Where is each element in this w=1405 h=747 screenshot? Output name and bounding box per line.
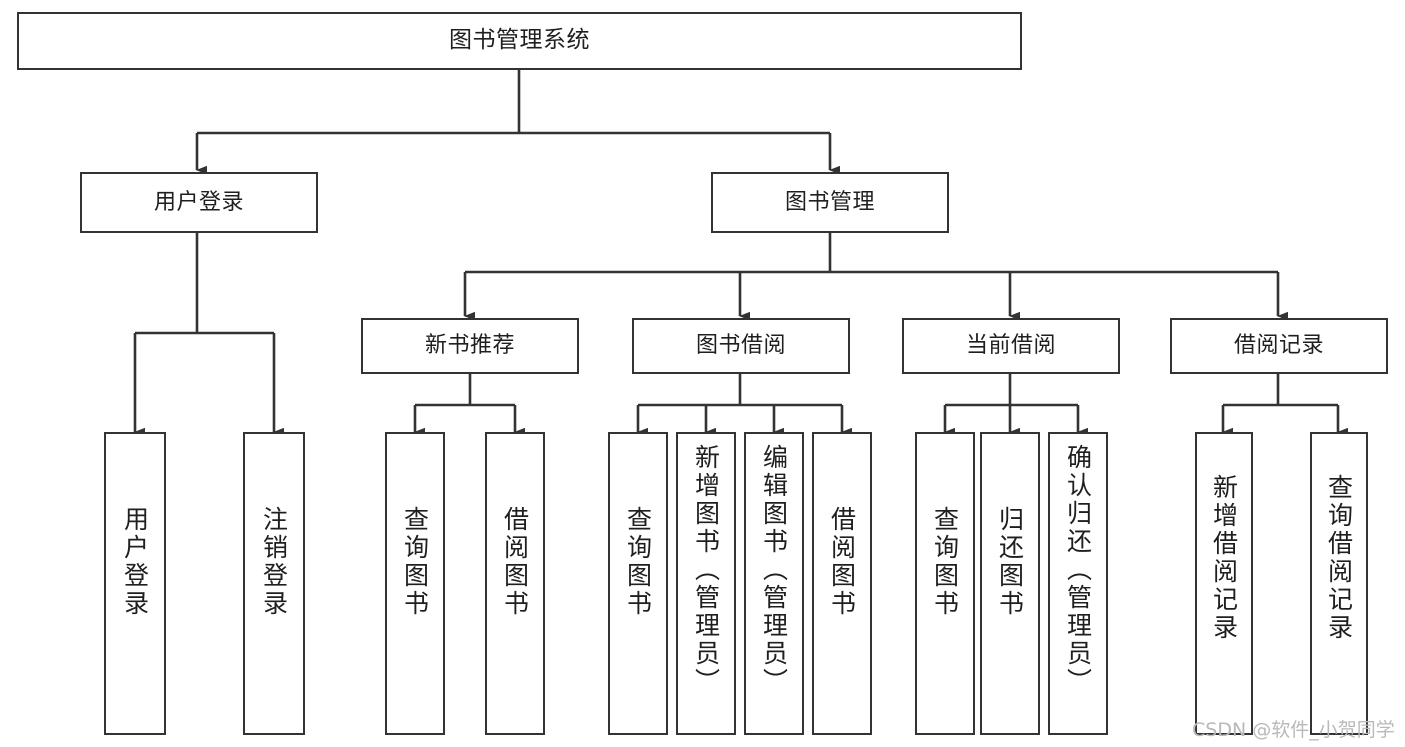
node-label: 图书借阅	[695, 333, 786, 359]
csdn-watermark: CSDN @软件_小贺同学	[1192, 719, 1395, 741]
node-borrow-record[interactable]: 借阅记录	[1170, 318, 1388, 374]
node-label: 用户登录	[120, 506, 150, 618]
leaf-borrow-add-book[interactable]: 新增图书（管理员）	[676, 432, 736, 735]
node-label: 用户登录	[153, 189, 244, 215]
node-label: 查询图书	[930, 506, 960, 618]
node-label: 归还图书	[995, 506, 1025, 618]
node-new-book-recommend[interactable]: 新书推荐	[361, 318, 579, 374]
node-label: 图书管理	[784, 189, 875, 215]
leaf-recommend-borrow-book[interactable]: 借阅图书	[485, 432, 545, 735]
node-label: 编辑图书（管理员）	[759, 444, 789, 696]
node-label: 新书推荐	[424, 333, 515, 359]
leaf-current-query-book[interactable]: 查询图书	[915, 432, 975, 735]
node-root-system[interactable]: 图书管理系统	[17, 12, 1022, 70]
node-label: 确认归还（管理员）	[1063, 444, 1093, 696]
leaf-user-login-logout[interactable]: 注销登录	[243, 432, 305, 735]
leaf-user-login-login[interactable]: 用户登录	[104, 432, 166, 735]
node-current-borrow[interactable]: 当前借阅	[902, 318, 1120, 374]
node-user-login[interactable]: 用户登录	[80, 172, 318, 233]
leaf-borrow-edit-book[interactable]: 编辑图书（管理员）	[744, 432, 804, 735]
node-label: 图书管理系统	[449, 27, 590, 54]
node-label: 借阅图书	[500, 506, 530, 618]
leaf-current-confirm-return[interactable]: 确认归还（管理员）	[1048, 432, 1108, 735]
node-label: 借阅记录	[1233, 333, 1324, 359]
node-label: 查询图书	[623, 506, 653, 618]
leaf-borrow-query-book[interactable]: 查询图书	[608, 432, 668, 735]
leaf-record-add-record[interactable]: 新增借阅记录	[1195, 432, 1253, 735]
node-label: 借阅图书	[827, 506, 857, 618]
node-label: 当前借阅	[965, 333, 1056, 359]
leaf-recommend-query-book[interactable]: 查询图书	[385, 432, 445, 735]
node-label: 查询图书	[400, 506, 430, 618]
leaf-borrow-borrow-book[interactable]: 借阅图书	[812, 432, 872, 735]
node-label: 新增借阅记录	[1209, 474, 1239, 642]
node-label: 新增图书（管理员）	[691, 444, 721, 696]
leaf-record-query-record[interactable]: 查询借阅记录	[1310, 432, 1368, 735]
node-book-borrow[interactable]: 图书借阅	[632, 318, 850, 374]
node-label: 查询借阅记录	[1324, 474, 1354, 642]
node-book-management[interactable]: 图书管理	[711, 172, 949, 233]
node-label: 注销登录	[259, 506, 289, 618]
leaf-current-return-book[interactable]: 归还图书	[980, 432, 1040, 735]
